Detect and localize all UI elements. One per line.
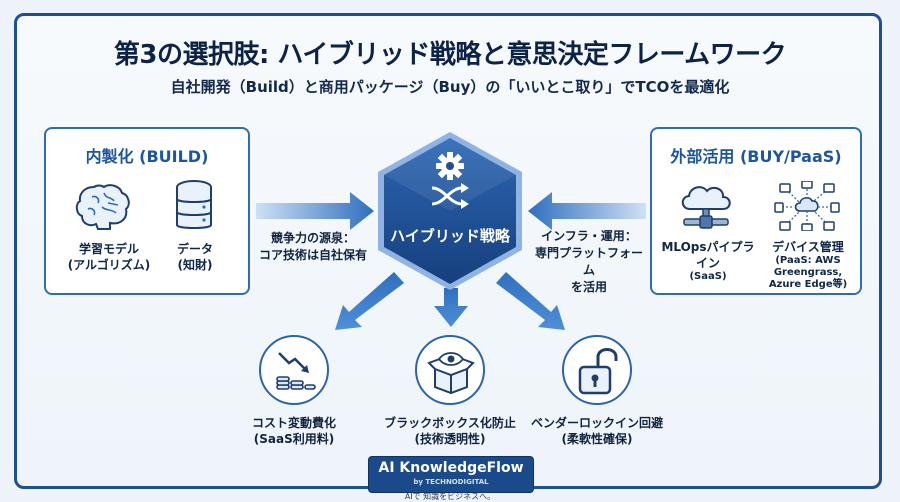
outcome-lockin-sub: (柔軟性確保) bbox=[561, 432, 633, 446]
buy-item-mlops-label: MLOpsパイプライン bbox=[661, 240, 755, 270]
brain-icon bbox=[75, 184, 130, 230]
brand-logo: AI KnowledgeFlow by TECHNODIGITAL bbox=[368, 456, 534, 493]
outcome-transparency: ブラックボックス化防止 (技術透明性) bbox=[365, 415, 535, 447]
buy-item-device: デバイス管理 (PaaS: AWS Greengrass, Azure Edge… bbox=[756, 239, 860, 291]
network-devices-icon bbox=[774, 181, 840, 231]
gear-shuffle-icon bbox=[431, 152, 469, 209]
buy-panel-title: 外部活用 (BUY/PaaS) bbox=[670, 147, 842, 166]
brand-tagline: AIで 知識をビジネスへ。 bbox=[404, 492, 496, 501]
right-note-line-2: 専門プラットフォーム bbox=[534, 246, 643, 277]
outcome-cost: コスト変動費化 (SaaS利用料) bbox=[209, 415, 379, 447]
coins-down-icon bbox=[276, 352, 316, 390]
right-note-line-1: インフラ・運用： bbox=[541, 229, 637, 243]
buy-item-device-sub-2: Greengrass, bbox=[773, 267, 843, 278]
page-subtitle: 自社開発（Build）と商用パッケージ（Buy）の「いいとこ取り」でTCOを最適… bbox=[170, 78, 730, 96]
brand-name: AI KnowledgeFlow bbox=[378, 460, 524, 476]
buy-item-mlops: MLOpsパイプライン (SaaS) bbox=[656, 239, 760, 283]
cloud-pipeline-icon bbox=[681, 186, 731, 229]
left-note: 競争力の源泉： コア技術は自社保有 bbox=[254, 230, 372, 264]
build-item-model: 学習モデル (アルゴリズム) bbox=[54, 241, 164, 273]
build-item-model-label: 学習モデル bbox=[78, 242, 139, 256]
build-item-data: データ (知財) bbox=[156, 241, 234, 273]
buy-panel: 外部活用 (BUY/PaaS) MLOpsパイプライン (SaaS) デバイス管… bbox=[650, 127, 862, 295]
outcome-cost-label: コスト変動費化 bbox=[251, 416, 336, 430]
arrow-center-to-left bbox=[335, 272, 404, 330]
outcome-transparency-circle bbox=[415, 335, 485, 405]
buy-item-mlops-sub: (SaaS) bbox=[689, 271, 727, 282]
buy-item-device-sub-3: Azure Edge等) bbox=[768, 279, 848, 290]
outcome-transparency-sub: (技術透明性) bbox=[414, 432, 486, 446]
arrow-buy-to-center bbox=[528, 192, 646, 230]
outcome-cost-sub: (SaaS利用料) bbox=[253, 432, 335, 446]
page-title: 第3の選択肢: ハイブリッド戦略と意思決定フレームワーク bbox=[113, 40, 787, 70]
database-icon bbox=[176, 180, 212, 229]
center-label: ハイブリッド戦略 bbox=[390, 227, 510, 245]
build-item-data-label: データ bbox=[176, 242, 213, 256]
build-panel-title: 内製化 (BUILD) bbox=[85, 147, 209, 166]
left-note-line-2: コア技術は自社保有 bbox=[258, 248, 367, 262]
outcome-lockin: ベンダーロックイン回避 (柔軟性確保) bbox=[512, 415, 682, 447]
left-note-line-1: 競争力の源泉： bbox=[270, 231, 355, 245]
build-item-model-sub: (アルゴリズム) bbox=[67, 258, 151, 272]
right-note-line-3: を活用 bbox=[570, 280, 607, 294]
build-panel: 内製化 (BUILD) 学習モデル (アルゴリズム) データ (知財) bbox=[44, 127, 250, 295]
build-item-data-sub: (知財) bbox=[177, 258, 213, 272]
outcome-lockin-circle bbox=[562, 335, 632, 405]
buy-item-device-label: デバイス管理 bbox=[772, 240, 844, 254]
outcome-lockin-label: ベンダーロックイン回避 bbox=[530, 416, 663, 430]
buy-item-device-sub-1: (PaaS: AWS bbox=[775, 255, 841, 266]
outcome-transparency-label: ブラックボックス化防止 bbox=[384, 416, 516, 430]
arrow-center-to-right bbox=[496, 272, 565, 330]
right-note: インフラ・運用： 専門プラットフォーム を活用 bbox=[530, 228, 648, 296]
arrow-build-to-center bbox=[256, 192, 374, 230]
outcome-cost-circle bbox=[259, 335, 329, 405]
brand-by: by TECHNODIGITAL bbox=[413, 478, 489, 486]
arrow-center-to-middle bbox=[434, 288, 468, 327]
unlock-icon bbox=[578, 348, 618, 395]
box-eye-icon bbox=[427, 352, 475, 395]
